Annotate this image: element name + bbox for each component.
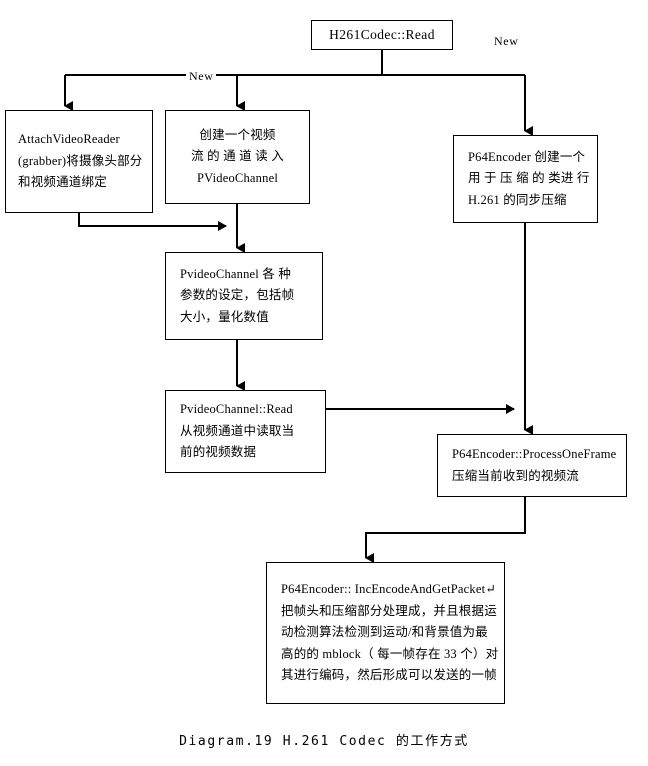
node-line: 压缩当前收到的视频流 bbox=[452, 468, 580, 483]
wire-processoneframe-to-incencode bbox=[365, 497, 526, 563]
node-line: 和视频通道绑定 bbox=[18, 175, 107, 190]
process-one-frame-node[interactable]: P64Encoder::ProcessOneFrame 压缩当前收到的视频流 bbox=[437, 434, 627, 497]
node-line: PvideoChannel 各 种 bbox=[180, 266, 292, 281]
edge-label-new-right: New bbox=[491, 34, 522, 49]
node-line: 动检测算法检测到运动/和背景值为最 bbox=[281, 625, 488, 640]
node-line: P64Encoder:: IncEncodeAndGetPacket↵ bbox=[281, 582, 496, 597]
node-line: 创建一个视频 bbox=[199, 127, 276, 142]
node-line: H261Codec::Read bbox=[329, 27, 435, 43]
node-line: P64Encoder::ProcessOneFrame bbox=[452, 447, 617, 461]
node-line: 其进行编码，然后形成可以发送的一帧 bbox=[281, 668, 497, 683]
diagram-caption: Diagram.19 H.261 Codec 的工作方式 bbox=[179, 734, 469, 749]
node-line: 参数的设定，包括帧 bbox=[180, 288, 295, 303]
node-line: 流 的 通 道 读 入 bbox=[191, 149, 284, 164]
node-line: 用 于 压 缩 的 类进 行 bbox=[468, 171, 590, 186]
node-line: 大小，量化数值 bbox=[180, 309, 269, 324]
node-line: H.261 的同步压缩 bbox=[468, 192, 567, 207]
pvideochannel-read-node[interactable]: PvideoChannel::Read 从视频通道中读取当 前的视频数据 bbox=[165, 390, 326, 473]
p64encoder-create-node[interactable]: P64Encoder 创建一个 用 于 压 缩 的 类进 行 H.261 的同步… bbox=[453, 135, 598, 223]
node-line: 前的视频数据 bbox=[180, 445, 257, 460]
attach-video-reader-node[interactable]: AttachVideoReader (grabber)将摄像头部分 和视频通道绑… bbox=[5, 110, 153, 213]
pvideochannel-params-node[interactable]: PvideoChannel 各 种 参数的设定，包括帧 大小，量化数值 bbox=[165, 252, 323, 340]
node-line: PVideoChannel bbox=[196, 170, 278, 185]
node-line: P64Encoder 创建一个 bbox=[468, 149, 586, 164]
node-line: PvideoChannel::Read bbox=[180, 402, 293, 417]
wire-attachvideoreader-to-column bbox=[78, 213, 227, 231]
h261codec-read-node[interactable]: H261Codec::Read bbox=[311, 20, 453, 50]
node-line: 把帧头和压缩部分处理成，并且根据运 bbox=[281, 603, 497, 618]
inc-encode-and-get-packet-node[interactable]: P64Encoder:: IncEncodeAndGetPacket↵ 把帧头和… bbox=[266, 562, 505, 704]
node-line: (grabber)将摄像头部分 bbox=[18, 153, 143, 168]
node-line: AttachVideoReader bbox=[18, 132, 120, 147]
node-line: 高的的 mblock（ 每一帧存在 33 个）对 bbox=[281, 646, 499, 661]
edge-label-new-left: New bbox=[186, 69, 217, 84]
create-video-stream-node[interactable]: 创建一个视频 流 的 通 道 读 入 PVideoChannel bbox=[165, 110, 310, 204]
node-line: 从视频通道中读取当 bbox=[180, 423, 295, 438]
